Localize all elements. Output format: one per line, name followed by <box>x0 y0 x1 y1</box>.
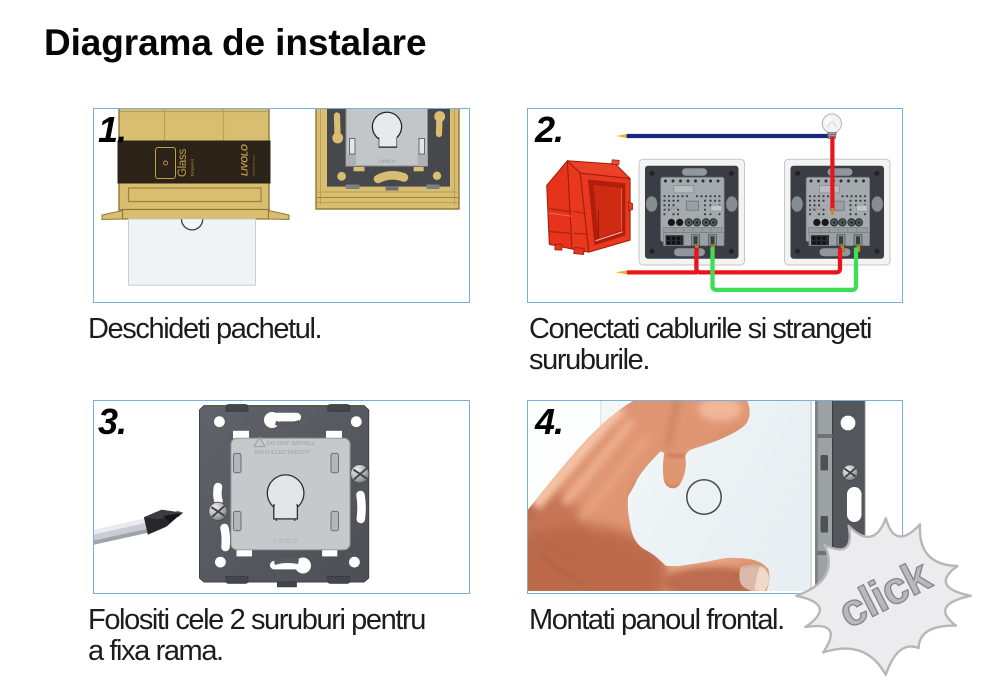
svg-text:Tempered: Tempered <box>190 159 195 177</box>
svg-text:LIVOLO: LIVOLO <box>379 159 396 164</box>
svg-text:DO NOT INSTALL: DO NOT INSTALL <box>267 441 316 447</box>
svg-text:WITH ELECTRICITY: WITH ELECTRICITY <box>254 450 310 456</box>
svg-text:Glass: Glass <box>177 149 189 177</box>
svg-text:LIVOLO: LIVOLO <box>273 538 297 545</box>
svg-text:LIVOLO: LIVOLO <box>240 144 250 176</box>
svg-text:www.livolo.com: www.livolo.com <box>252 155 256 176</box>
